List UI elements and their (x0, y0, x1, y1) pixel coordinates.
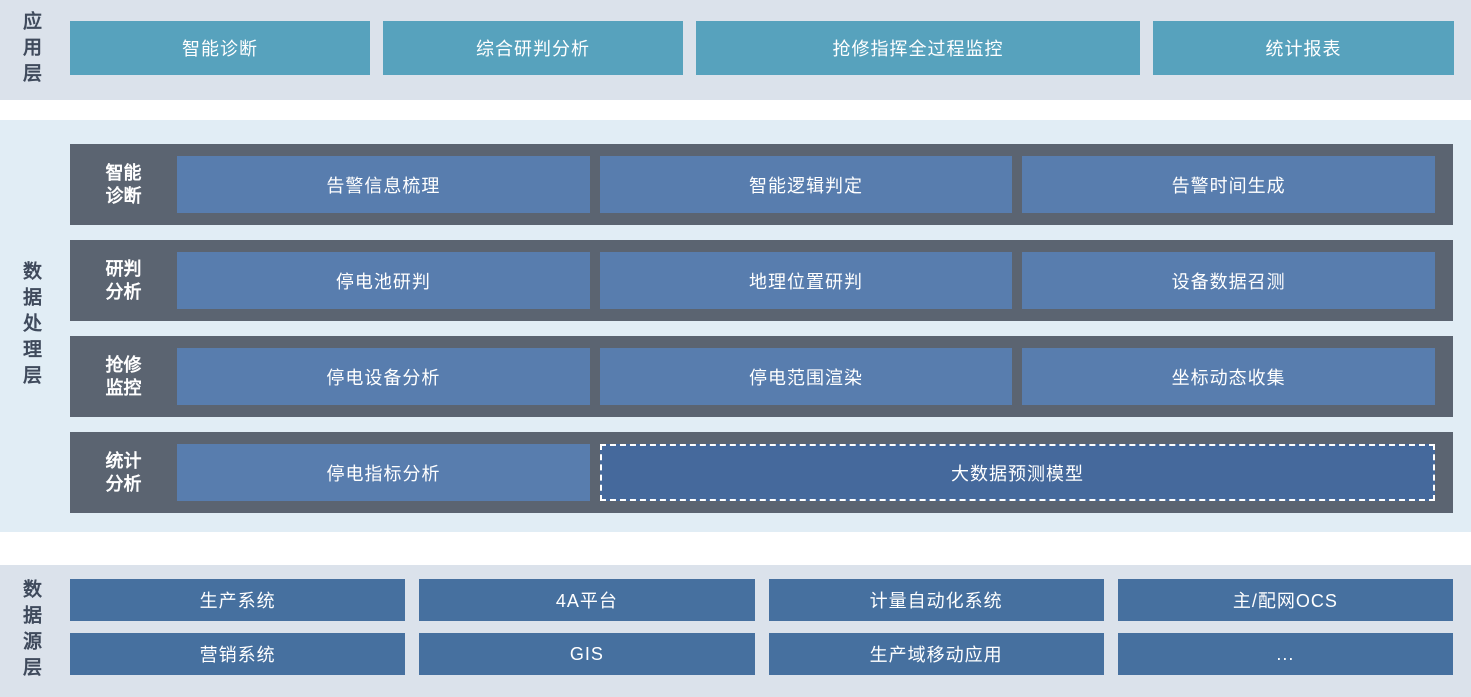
data-processing-layer-band: 数据处理层 智能 诊断 告警信息梳理 智能逻辑判定 告警时间生成 研判 分析 停… (0, 120, 1471, 532)
source-box-production-mobile-app: 生产域移动应用 (768, 633, 1104, 675)
source-rows: 生产系统 4A平台 计量自动化系统 主/配网OCS 营销系统 GIS 生产域移动… (70, 579, 1453, 687)
process-row-repair-monitoring: 抢修 监控 停电设备分析 停电范围渲染 坐标动态收集 (70, 336, 1453, 417)
data-source-layer-band: 数据源层 生产系统 4A平台 计量自动化系统 主/配网OCS 营销系统 GIS … (0, 565, 1471, 697)
application-layer-band: 应用层 智能诊断 综合研判分析 抢修指挥全过程监控 统计报表 (0, 0, 1471, 100)
app-box-statistical-reports: 统计报表 (1153, 21, 1454, 75)
app-box-intelligent-diagnosis: 智能诊断 (70, 21, 370, 75)
source-row-2: 营销系统 GIS 生产域移动应用 ... (70, 633, 1453, 675)
process-row-boxes: 停电设备分析 停电范围渲染 坐标动态收集 (177, 336, 1453, 417)
process-row-boxes: 告警信息梳理 智能逻辑判定 告警时间生成 (177, 144, 1453, 225)
source-box-metering-automation-system: 计量自动化系统 (768, 579, 1104, 621)
process-box-outage-range-rendering: 停电范围渲染 (599, 348, 1013, 405)
process-box-outage-indicator-analysis: 停电指标分析 (177, 444, 590, 501)
app-box-repair-command-full-process-monitoring: 抢修指挥全过程监控 (696, 21, 1140, 75)
process-row-boxes: 停电池研判 地理位置研判 设备数据召测 (177, 240, 1453, 321)
processing-rows: 智能 诊断 告警信息梳理 智能逻辑判定 告警时间生成 研判 分析 停电池研判 地… (70, 144, 1453, 528)
app-box-comprehensive-analysis: 综合研判分析 (383, 21, 683, 75)
process-row-judgment-analysis: 研判 分析 停电池研判 地理位置研判 设备数据召测 (70, 240, 1453, 321)
process-box-device-data-retrieval: 设备数据召测 (1022, 252, 1436, 309)
process-box-alarm-time-generation: 告警时间生成 (1022, 156, 1436, 213)
process-row-intelligent-diagnosis: 智能 诊断 告警信息梳理 智能逻辑判定 告警时间生成 (70, 144, 1453, 225)
process-row-boxes: 停电指标分析 大数据预测模型 (177, 432, 1453, 513)
source-box-production-system: 生产系统 (70, 579, 406, 621)
data-source-layer-label: 数据源层 (20, 579, 41, 683)
process-box-outage-equipment-analysis: 停电设备分析 (177, 348, 590, 405)
source-box-marketing-system: 营销系统 (70, 633, 406, 675)
process-row-label-repair-monitoring: 抢修 监控 (105, 354, 142, 398)
data-source-layer-label-wrap: 数据源层 (20, 565, 41, 697)
process-box-geographic-location-judgment: 地理位置研判 (599, 252, 1013, 309)
source-box-gis: GIS (419, 633, 755, 675)
process-box-outage-judgment: 停电池研判 (177, 252, 590, 309)
application-layer-label: 应用层 (20, 11, 41, 89)
application-layer-boxes: 智能诊断 综合研判分析 抢修指挥全过程监控 统计报表 (70, 21, 1454, 75)
process-box-coordinate-dynamic-collection: 坐标动态收集 (1022, 348, 1436, 405)
process-box-alarm-info-sorting: 告警信息梳理 (177, 156, 590, 213)
process-box-big-data-prediction-model: 大数据预测模型 (600, 444, 1435, 501)
source-box-4a-platform: 4A平台 (419, 579, 755, 621)
application-layer-label-wrap: 应用层 (20, 0, 41, 100)
process-row-label-judgment-analysis: 研判 分析 (105, 258, 142, 302)
process-row-statistical-analysis: 统计 分析 停电指标分析 大数据预测模型 (70, 432, 1453, 513)
data-processing-layer-label-wrap: 数据处理层 (20, 120, 41, 532)
source-row-1: 生产系统 4A平台 计量自动化系统 主/配网OCS (70, 579, 1453, 621)
process-row-label-statistical-analysis: 统计 分析 (105, 450, 142, 494)
data-processing-layer-label: 数据处理层 (20, 261, 41, 391)
process-box-intelligent-logic-judgment: 智能逻辑判定 (599, 156, 1013, 213)
source-box-ellipsis: ... (1117, 633, 1453, 675)
process-row-label-intelligent-diagnosis: 智能 诊断 (105, 162, 142, 206)
source-box-main-distribution-ocs: 主/配网OCS (1117, 579, 1453, 621)
